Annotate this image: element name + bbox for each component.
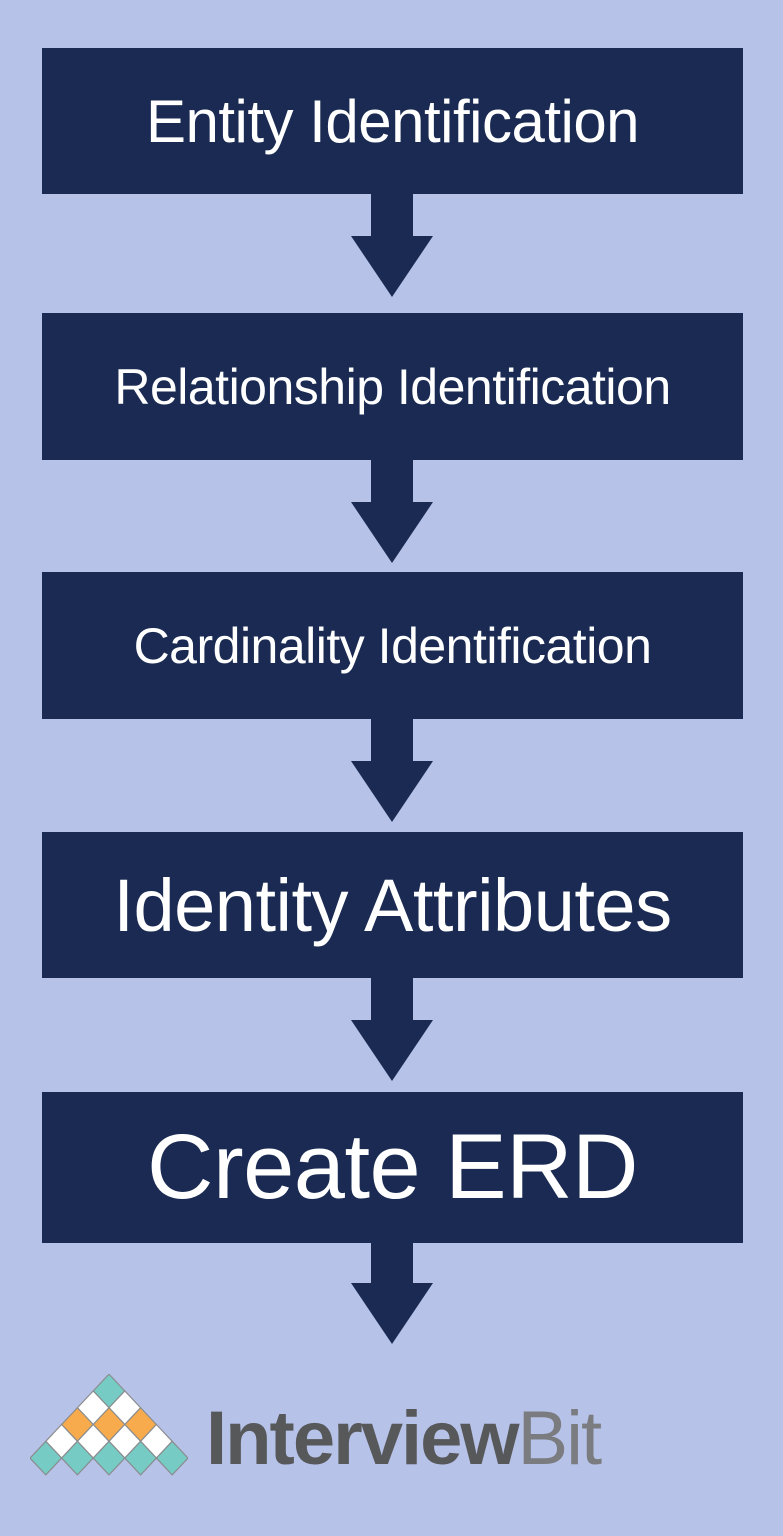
flow-step-create-erd: Create ERD [42,1092,743,1243]
down-arrow-stem [371,460,413,502]
brand-name-bit: Bit [517,1396,602,1481]
interviewbit-pyramid-logo-icon [30,1374,188,1476]
flow-step-label: Identity Attributes [113,863,672,947]
flow-step-relationship-identification: Relationship Identification [42,313,743,460]
flow-step-cardinality-identification: Cardinality Identification [42,572,743,719]
pyramid-diamond-teal [92,1440,126,1476]
down-arrow-head [351,502,433,563]
down-arrow [351,194,433,297]
down-arrow-stem [371,978,413,1020]
brand-name-interview: Interview [206,1396,519,1481]
down-arrow [351,460,433,563]
down-arrow-head [351,236,433,297]
interviewbit-wordmark: InterviewBit [206,1401,602,1477]
flow-step-entity-identification: Entity Identification [42,48,743,194]
pyramid-diamond-teal [60,1440,95,1476]
down-arrow [351,1243,433,1344]
down-arrow-head [351,1020,433,1081]
down-arrow-stem [371,1243,413,1283]
down-arrow-stem [371,194,413,236]
pyramid-diamond-teal [123,1440,158,1476]
flow-step-label: Entity Identification [145,87,640,155]
flow-step-label: Create ERD [147,1116,638,1218]
down-arrow [351,719,433,822]
pyramid-diamond-teal [30,1440,63,1476]
flow-step-label: Cardinality Identification [133,617,652,674]
flow-step-identity-attributes: Identity Attributes [42,832,743,978]
down-arrow-stem [371,719,413,761]
pyramid-diamond-teal [155,1440,188,1476]
flow-step-label: Relationship Identification [114,358,671,415]
down-arrow-head [351,1283,433,1344]
down-arrow-head [351,761,433,822]
down-arrow [351,978,433,1081]
